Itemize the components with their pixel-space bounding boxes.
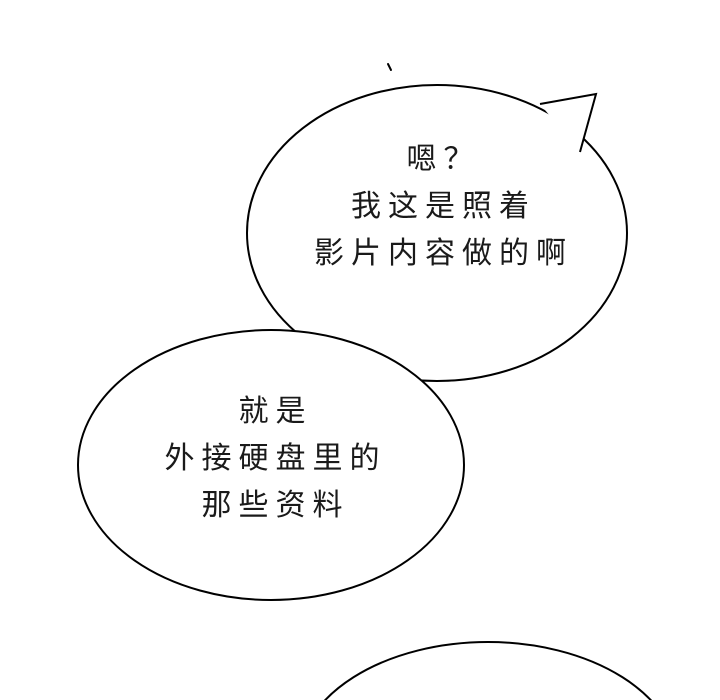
ink-speck-icon xyxy=(387,63,392,71)
speech-line: 影片内容做的啊 xyxy=(314,236,573,271)
speech-bubble-top-tail-icon xyxy=(539,92,598,153)
speech-line: 外接硬盘里的 xyxy=(164,441,387,476)
speech-text-bottom-left: 就是 外接硬盘里的 那些资料 xyxy=(102,388,442,529)
speech-line: 就是 xyxy=(238,394,313,429)
speech-line: 嗯？ xyxy=(406,142,481,177)
speech-bubble-top xyxy=(246,84,628,382)
speech-line: 那些资料 xyxy=(201,488,350,523)
speech-bubble-bottom-left xyxy=(77,329,465,601)
speech-line: 我这是照着 xyxy=(351,189,536,224)
speech-text-top: 嗯？ 我这是照着 影片内容做的啊 xyxy=(270,136,610,277)
speech-bubble-bottom-partial xyxy=(324,641,652,700)
